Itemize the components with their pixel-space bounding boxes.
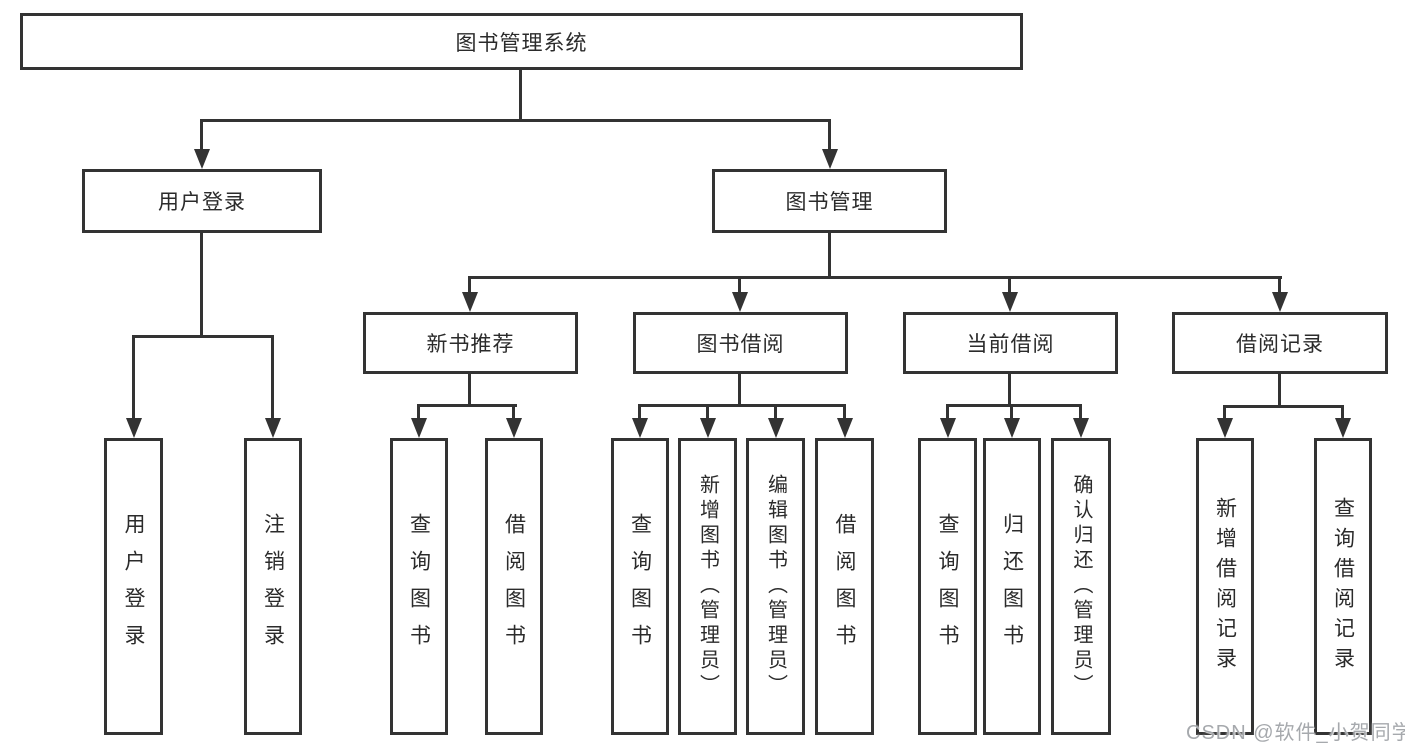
arrowhead-down [822, 149, 838, 169]
connector-line [519, 70, 522, 121]
arrowhead-down [732, 292, 748, 312]
leaf-label: 查询图书 [407, 512, 431, 661]
node-label: 用户登录 [158, 191, 246, 214]
csdn-watermark: CSDN @软件_小贺同学 [1186, 722, 1405, 744]
connector-line [706, 404, 709, 420]
leaf-query-books-borrowing: 查询图书 [611, 438, 669, 735]
node-new-book-recommendation: 新书推荐 [363, 312, 578, 374]
connector-line [1223, 405, 1344, 408]
connector-line [1008, 374, 1011, 407]
arrowhead-down [768, 418, 784, 438]
node-book-borrowing: 图书借阅 [633, 312, 848, 374]
node-library-management-system: 图书管理系统 [20, 13, 1023, 70]
connector-line [417, 404, 517, 407]
node-label: 借阅记录 [1236, 333, 1324, 356]
connector-line [843, 404, 846, 420]
leaf-user-login: 用户登录 [104, 438, 163, 735]
connector-line [1278, 276, 1281, 294]
leaf-add-book-admin: 新增图书（管理员） [678, 438, 737, 735]
node-current-borrowing: 当前借阅 [903, 312, 1118, 374]
connector-line [200, 233, 203, 337]
connector-line [738, 374, 741, 407]
node-label: 图书借阅 [696, 333, 785, 356]
connector-line [468, 276, 1282, 279]
leaf-confirm-return-admin: 确认归还（管理员） [1051, 438, 1111, 735]
arrowhead-down [1217, 418, 1233, 438]
leaf-query-books-current: 查询图书 [918, 438, 977, 735]
connector-line [1341, 405, 1344, 420]
leaf-label: 查询图书 [628, 512, 652, 661]
arrowhead-down [1073, 418, 1089, 438]
arrowhead-down [1335, 418, 1351, 438]
leaf-edit-book-admin: 编辑图书（管理员） [746, 438, 805, 735]
leaf-logout: 注销登录 [244, 438, 302, 735]
node-label: 图书管理 [785, 191, 874, 214]
connector-line [828, 233, 831, 278]
node-borrowing-records: 借阅记录 [1172, 312, 1388, 374]
connector-line [468, 374, 471, 407]
connector-line [946, 404, 1082, 407]
leaf-label: 归还图书 [1000, 512, 1024, 661]
leaf-label: 借阅图书 [833, 512, 856, 661]
connector-line [468, 276, 471, 294]
arrowhead-down [837, 418, 853, 438]
arrowhead-down [1002, 292, 1018, 312]
arrowhead-down [126, 418, 142, 438]
leaf-label: 注销登录 [261, 512, 285, 661]
connector-line [271, 335, 274, 419]
leaf-borrow-books-borrowing: 借阅图书 [815, 438, 874, 735]
node-label: 新书推荐 [426, 333, 515, 356]
leaf-label: 查询借阅记录 [1331, 496, 1355, 677]
leaf-label: 查询图书 [936, 512, 959, 661]
connector-line [774, 404, 777, 420]
connector-line [828, 119, 831, 151]
connector-line [132, 335, 135, 419]
connector-line [638, 404, 641, 420]
arrowhead-down [462, 292, 478, 312]
arrowhead-down [700, 418, 716, 438]
connector-line [638, 404, 846, 407]
node-user-login: 用户登录 [82, 169, 322, 233]
leaf-query-borrow-record: 查询借阅记录 [1314, 438, 1372, 735]
connector-line [1079, 404, 1082, 420]
leaf-add-borrow-record: 新增借阅记录 [1196, 438, 1254, 735]
leaf-label: 用户登录 [122, 512, 145, 661]
leaf-label: 编辑图书（管理员） [764, 474, 787, 699]
arrowhead-down [411, 418, 427, 438]
connector-line [200, 119, 831, 122]
leaf-query-books-recommend: 查询图书 [390, 438, 448, 735]
leaf-label: 新增借阅记录 [1213, 496, 1237, 677]
arrowhead-down [265, 418, 281, 438]
leaf-label: 新增图书（管理员） [696, 474, 719, 699]
arrowhead-down [194, 149, 210, 169]
connector-line [200, 119, 203, 151]
arrowhead-down [1004, 418, 1020, 438]
leaf-borrow-books-recommend: 借阅图书 [485, 438, 543, 735]
connector-line [1223, 405, 1226, 420]
connector-line [1008, 276, 1011, 294]
connector-line [1278, 374, 1281, 408]
node-label: 图书管理系统 [455, 31, 588, 55]
leaf-label: 确认归还（管理员） [1070, 474, 1092, 699]
connector-line [738, 276, 741, 294]
arrowhead-down [1272, 292, 1288, 312]
connector-line [132, 335, 274, 338]
leaf-label: 借阅图书 [502, 512, 526, 661]
node-book-management: 图书管理 [712, 169, 947, 233]
arrowhead-down [940, 418, 956, 438]
connector-line [946, 404, 949, 420]
arrowhead-down [506, 418, 522, 438]
node-label: 当前借阅 [966, 333, 1055, 356]
connector-line [417, 404, 420, 420]
arrowhead-down [632, 418, 648, 438]
leaf-return-books: 归还图书 [983, 438, 1041, 735]
connector-line [512, 404, 515, 420]
connector-line [1010, 404, 1013, 420]
